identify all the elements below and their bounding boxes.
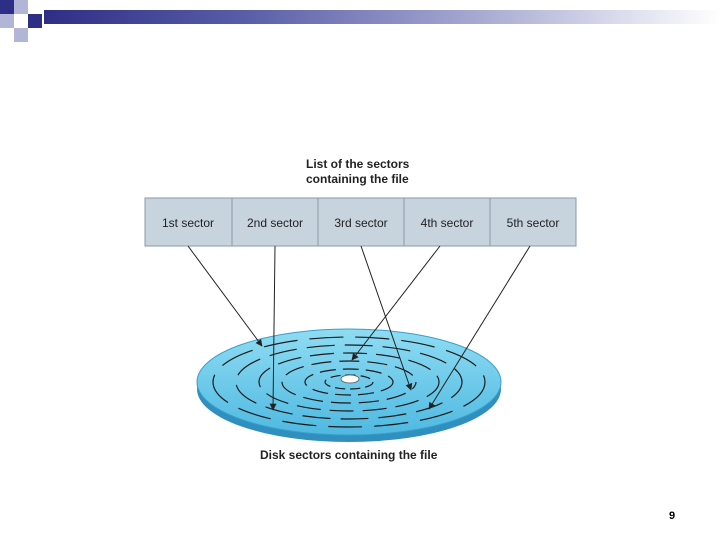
disk-rim xyxy=(196,328,502,436)
header-square-light xyxy=(14,0,28,14)
header-square-light xyxy=(14,28,28,42)
track xyxy=(281,360,417,404)
sector-arrows xyxy=(187,245,531,411)
track xyxy=(258,352,440,412)
sector-label-1: 1st sector xyxy=(162,216,214,230)
header-square-light xyxy=(0,14,14,28)
sector-label-3: 3rd sector xyxy=(334,216,387,230)
arrow-5th-sector xyxy=(428,245,531,410)
arrow-3rd-sector xyxy=(360,245,413,391)
header-gradient-bar xyxy=(44,10,720,24)
sector-cell xyxy=(403,197,491,247)
arrow-2nd-sector xyxy=(269,245,277,411)
sector-cell xyxy=(489,197,577,247)
track xyxy=(304,368,394,396)
track-outer xyxy=(212,336,486,428)
disk-tracks xyxy=(212,336,486,428)
slide-header xyxy=(0,0,720,50)
list-title-line-1: List of the sectors xyxy=(306,157,410,171)
sector-label-2: 2nd sector xyxy=(247,216,303,230)
sector-label-4: 4th sector xyxy=(421,216,474,230)
list-title-line-2: containing the file xyxy=(306,172,409,186)
sector-label-5: 5th sector xyxy=(507,216,560,230)
disk-spindle-hole xyxy=(340,374,360,384)
track xyxy=(235,344,463,420)
sector-cell xyxy=(231,197,319,247)
page-number: 9 xyxy=(668,510,676,522)
disk-caption: Disk sectors containing the file xyxy=(260,448,438,462)
disk xyxy=(196,328,502,442)
arrow-4th-sector xyxy=(351,245,441,361)
header-square-dark xyxy=(0,0,14,14)
arrow-1st-sector xyxy=(187,245,263,347)
sector-list-table: 1st sector 2nd sector 3rd sector 4th sec… xyxy=(144,197,577,247)
header-square-dark xyxy=(28,14,42,28)
